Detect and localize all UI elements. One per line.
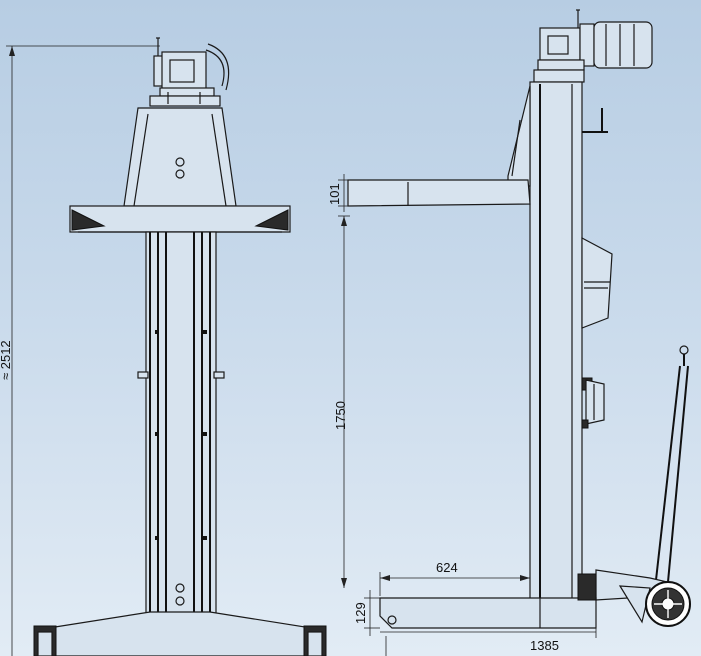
front-head: [123, 107, 237, 207]
side-motor: [533, 9, 653, 83]
overall-height-label: ≈ 2512: [0, 340, 13, 380]
side-hook: [582, 108, 608, 133]
base-height-dimension: 129: [353, 590, 387, 656]
front-base: [33, 611, 327, 656]
overall-height-dimension: ≈ 2512: [0, 45, 160, 656]
arm-thickness-dimension: 101: [327, 174, 350, 212]
front-motor: [149, 37, 230, 107]
side-control-boxes: [581, 237, 613, 429]
arm-length-dimension: 624: [379, 560, 530, 596]
side-arm: [347, 179, 531, 207]
arm-length-label: 624: [436, 560, 458, 575]
front-view: ≈ 2512: [0, 37, 327, 656]
base-height-label: 129: [353, 602, 368, 624]
side-view: 101 1750 624 129: [327, 9, 691, 656]
front-carriage: [69, 205, 291, 233]
base-length-label: 1385: [530, 638, 559, 653]
base-length-dimension: 1385: [380, 620, 597, 653]
side-base: [379, 573, 597, 629]
arm-thickness-label: 101: [327, 183, 342, 205]
side-handle: [595, 345, 691, 627]
lift-height-label: 1750: [333, 401, 348, 430]
lift-height-dimension: 1750: [333, 215, 350, 588]
side-column: [507, 81, 583, 603]
front-column: [137, 231, 225, 656]
